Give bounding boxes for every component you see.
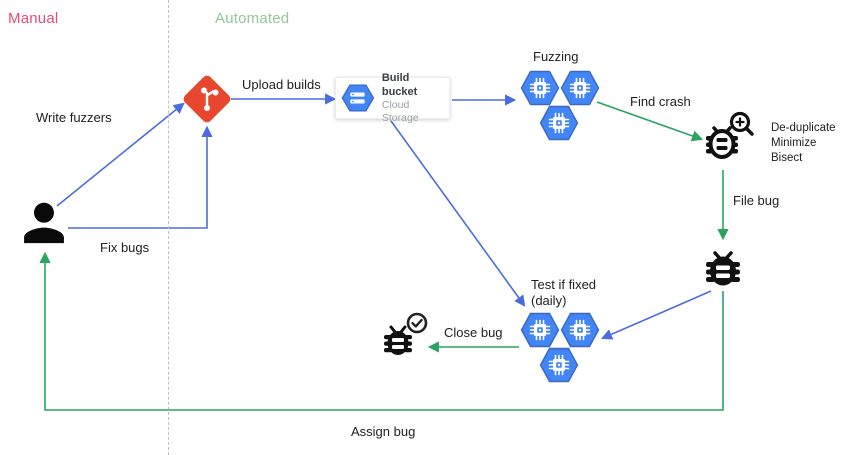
compute-engine-hexagon-icon: [539, 105, 579, 141]
git-branch-glyph: [201, 87, 219, 111]
test-if-fixed-line1: Test if fixed: [531, 277, 597, 292]
developer-person-icon: [24, 202, 64, 244]
bug-triage-magnifier-icon: [706, 111, 754, 159]
fix-bugs-label: Fix bugs: [100, 240, 150, 255]
file-bug-label: File bug: [733, 193, 780, 208]
dedupe-step: De-duplicate: [771, 122, 836, 134]
crash-processing-steps: De-duplicate Minimize Bisect: [771, 121, 836, 166]
arrow-fix-bugs-commit: [68, 125, 213, 229]
cloud-storage-hexagon-icon: [341, 84, 375, 112]
build-bucket-text: Build bucket Cloud Storage: [382, 71, 445, 125]
bug-closed-check-icon: [384, 312, 428, 355]
compute-engine-hexagon-icon: [560, 312, 600, 348]
compute-engine-hexagon-icon: [520, 312, 560, 348]
minimize-step: Minimize: [771, 137, 817, 149]
upload-builds-label: Upload builds: [242, 77, 321, 92]
build-bucket-title: Build bucket: [381, 72, 418, 98]
test-if-fixed-label: Test if fixed (daily): [531, 277, 596, 309]
arrow-bug-to-testfixed: [600, 290, 712, 340]
find-crash-label: Find crash: [630, 94, 691, 109]
write-fuzzers-label: Write fuzzers: [36, 110, 112, 125]
test-if-fixed-line2: (daily): [531, 293, 567, 308]
bisect-step: Bisect: [771, 152, 803, 164]
assign-bug-label: Assign bug: [351, 424, 416, 439]
build-bucket-card: Build bucket Cloud Storage: [335, 72, 450, 124]
manual-zone-label: Manual: [8, 10, 59, 27]
close-bug-label: Close bug: [444, 325, 503, 340]
compute-engine-hexagon-icon: [520, 70, 560, 106]
automated-zone-label: Automated: [215, 10, 290, 27]
fuzzing-label: Fuzzing: [533, 49, 579, 64]
compute-engine-hexagon-icon: [539, 347, 579, 383]
bug-icon: [706, 251, 740, 286]
git-repository-icon: [181, 73, 233, 125]
arrow-bucket-to-testfixed: [390, 120, 526, 307]
build-bucket-subtitle: Cloud Storage: [381, 99, 419, 124]
compute-engine-hexagon-icon: [560, 70, 600, 106]
manual-automated-divider: [168, 0, 169, 455]
fuzzing-compute-cluster: [520, 70, 600, 141]
test-if-fixed-compute-cluster: [520, 312, 600, 383]
